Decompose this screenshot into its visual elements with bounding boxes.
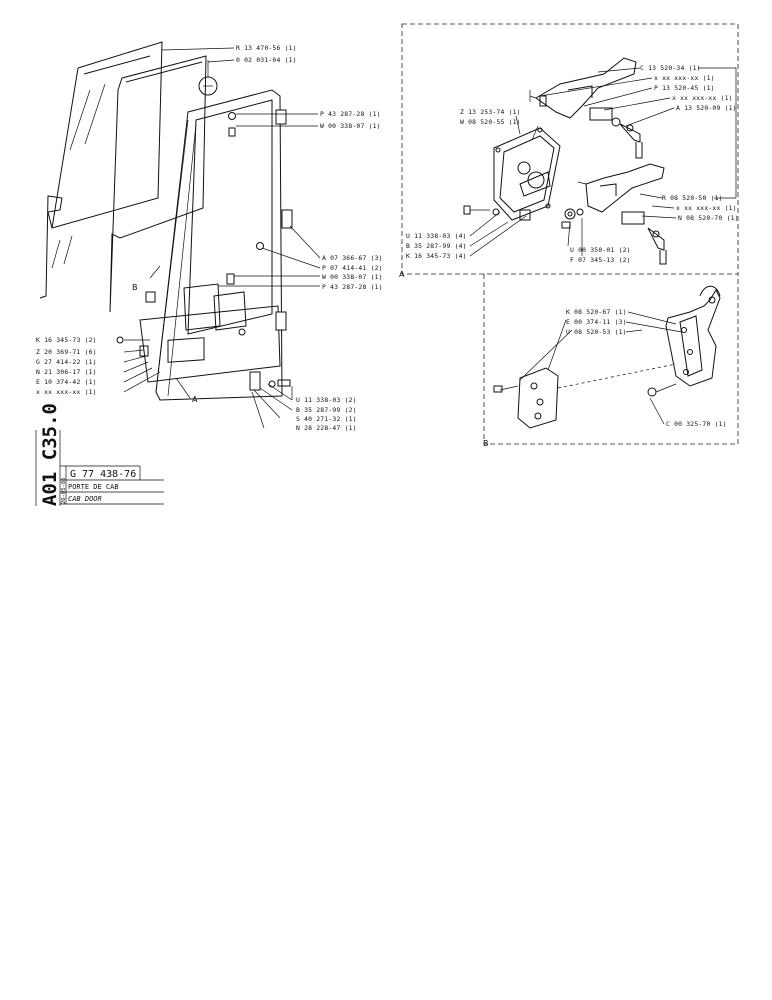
striker-plate [517, 363, 677, 429]
callout-label: N 21 306-17 (1) [36, 368, 97, 376]
callout-label: x xx xxx-xx (1) [672, 94, 733, 102]
left-callouts: R 13 470-56 (1) 0 02 031-04 (1) P 43 287… [36, 44, 383, 432]
detail-b-hardware [493, 383, 677, 397]
callout-label: x xx xxx-xx (1) [676, 204, 737, 212]
window-seal [109, 55, 207, 313]
callout-label: U 08 520-53 (1) [566, 328, 627, 336]
callout-label: W 00 338-07 (1) [322, 273, 383, 281]
callout-label: C 13 520-34 (1) [640, 64, 701, 72]
inner-handle [577, 163, 665, 213]
door-hinges [275, 109, 293, 331]
title-english: CAB DOOR [68, 495, 102, 503]
callout-label: U 11 338-03 (2) [296, 396, 357, 404]
title-french: PORTE DE CAB [68, 483, 119, 491]
detail-a-hardware [463, 95, 584, 229]
callout-label: A 13 520-09 (1) [676, 104, 737, 112]
small-hardware [116, 112, 291, 391]
callout-label: U 00 350-01 (2) [570, 246, 631, 254]
section-code: A01 C35.0 [39, 403, 61, 506]
door-frame [155, 89, 283, 401]
door-lower-panel [139, 283, 281, 383]
callout-label: A 07 366-67 (3) [322, 254, 383, 262]
callout-label: B 35 287-99 (2) [296, 406, 357, 414]
callout-label: x xx xxx-xx (1) [654, 74, 715, 82]
leader-lines-detail-b [519, 311, 683, 425]
lock-cylinder-lower [621, 211, 667, 265]
outer-handle [529, 57, 637, 119]
callout-label: P 13 520-45 (1) [654, 84, 715, 92]
callout-label: K 16 345-73 (4) [406, 252, 467, 260]
latch-body [665, 285, 721, 387]
detail-b-label: B [483, 439, 489, 448]
callout-label: R 13 470-56 (1) [236, 44, 297, 52]
drawing-date: 26-05-86 [61, 478, 67, 505]
callout-label: N 08 520-70 (1) [678, 214, 739, 222]
title-block: A01 C35.0 G 77 438-76 26-05-86 PORTE DE … [35, 403, 164, 506]
callout-label: 0 02 031-04 (1) [236, 56, 297, 64]
callout-label: W 00 338-07 (1) [320, 122, 381, 130]
callout-label: R 08 520-50 (1) [662, 194, 723, 202]
callout-label: F 07 345-13 (2) [570, 256, 631, 264]
detail-b-callouts: K 08 520-67 (1) E 00 374-11 (3) U 08 520… [566, 308, 727, 428]
callout-label: W 08 520-55 (1) [460, 118, 521, 126]
lock-mechanism-plate [493, 127, 561, 221]
callout-label: P 43 287-28 (1) [320, 110, 381, 118]
leader-lines-left [123, 47, 321, 429]
callout-label: E 00 374-11 (3) [566, 318, 627, 326]
callout-label: B 35 287-99 (4) [406, 242, 467, 250]
lock-cylinder-upper [589, 107, 643, 159]
window-glass [39, 41, 163, 299]
callout-label: Z 20 369-71 (6) [36, 348, 97, 356]
callout-label: K 16 345-73 (2) [36, 336, 97, 344]
marker-a: A [192, 395, 198, 404]
callout-label: N 28 228-47 (1) [296, 424, 357, 432]
detail-b-frame [483, 274, 739, 445]
callout-label: x xx xxx-xx (1) [36, 388, 97, 396]
callout-label: S 40 271-32 (1) [296, 415, 357, 423]
callout-label: G 27 414-22 (1) [36, 358, 97, 366]
callout-label: Z 13 253-74 (1) [460, 108, 521, 116]
callout-label: P 43 287-28 (1) [322, 283, 383, 291]
drawing-number: G 77 438-76 [70, 469, 136, 480]
callout-label: E 10 374-42 (1) [36, 378, 97, 386]
detail-a-label: A [399, 270, 405, 279]
callout-label: P 07 414-41 (2) [322, 264, 383, 272]
callout-label: U 11 338-03 (4) [406, 232, 467, 240]
callout-label: K 08 520-67 (1) [566, 308, 627, 316]
marker-b: B [132, 283, 138, 292]
leader-lines-detail-a [469, 67, 737, 257]
seal-clip-detail [198, 60, 218, 96]
detail-a-callouts: C 13 520-34 (1) x xx xxx-xx (1) P 13 520… [406, 64, 739, 264]
callout-label: C 00 325-70 (1) [666, 420, 727, 428]
